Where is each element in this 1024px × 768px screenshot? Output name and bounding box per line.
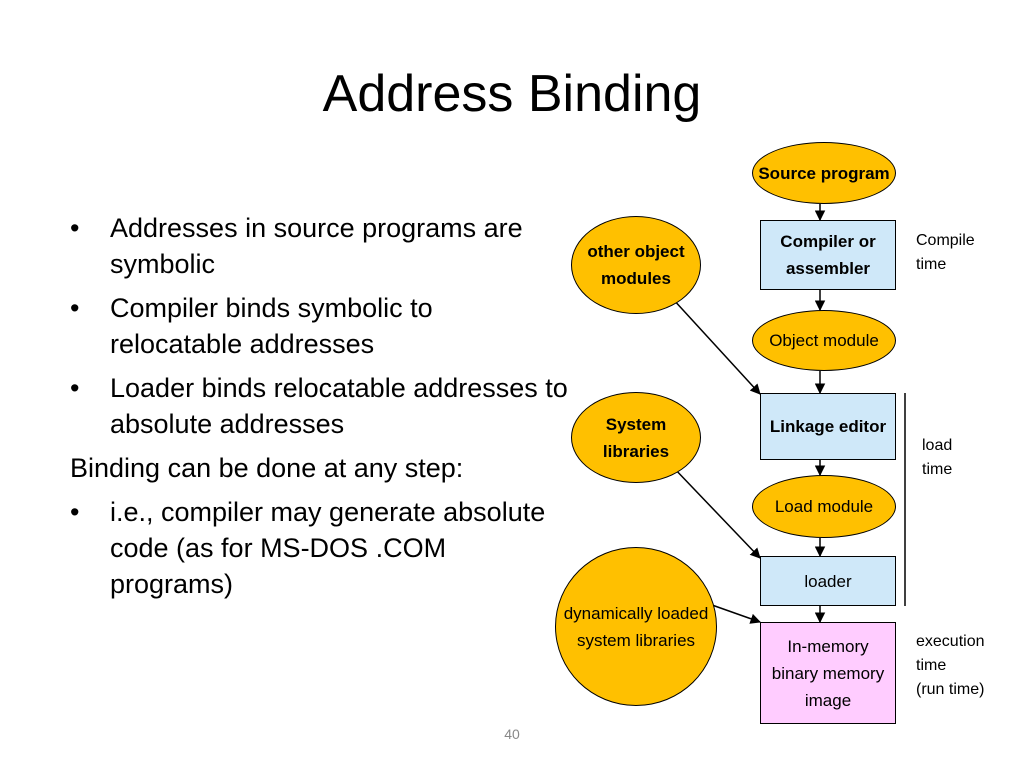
compiler-node: Compiler or assembler (760, 220, 896, 290)
arrow-libraries-to-loader (671, 465, 761, 559)
slide-title: Address Binding (322, 65, 702, 123)
bullet-dot: • (70, 293, 80, 323)
bullet-text: Loader binds relocatable addresses to ab… (110, 373, 568, 439)
bullet-dot: • (70, 497, 80, 527)
bullet-text: Compiler binds symbolic to relocatable a… (110, 293, 433, 359)
bullet-item: • Loader binds relocatable addresses to … (70, 370, 570, 442)
source-program-node: Source program (752, 142, 896, 204)
bullet-item: • Compiler binds symbolic to relocatable… (70, 290, 570, 362)
page-number: 40 (504, 726, 520, 742)
bullet-item: • i.e., compiler may generate absolute c… (70, 494, 570, 602)
bullet-dot: • (70, 213, 80, 243)
loader-node: loader (760, 556, 896, 606)
dynamic-libraries-node: dynamically loaded system libraries (555, 547, 717, 706)
arrow-modules-to-linkage (671, 297, 761, 395)
compile-time-label: Compile time (916, 232, 975, 273)
bullet-list: • Addresses in source programs are symbo… (70, 210, 570, 610)
bullet-item: • Addresses in source programs are symbo… (70, 210, 570, 282)
execution-time-label: execution time (run time) (916, 633, 985, 698)
object-module-node: Object module (752, 310, 896, 371)
in-memory-image-node: In-memory binary memory image (760, 622, 896, 724)
bullet-text: Addresses in source programs are symboli… (110, 213, 523, 279)
bullet-text: i.e., compiler may generate absolute cod… (110, 497, 546, 599)
linkage-editor-node: Linkage editor (760, 393, 896, 460)
binding-statement: Binding can be done at any step: (70, 453, 464, 483)
arrow-dynamic-to-memory (711, 604, 761, 624)
load-time-label: load time (922, 437, 953, 478)
other-object-modules-node: other object modules (571, 216, 701, 314)
bullet-dot: • (70, 373, 80, 403)
system-libraries-node: System libraries (571, 392, 701, 483)
load-module-node: Load module (752, 475, 896, 538)
